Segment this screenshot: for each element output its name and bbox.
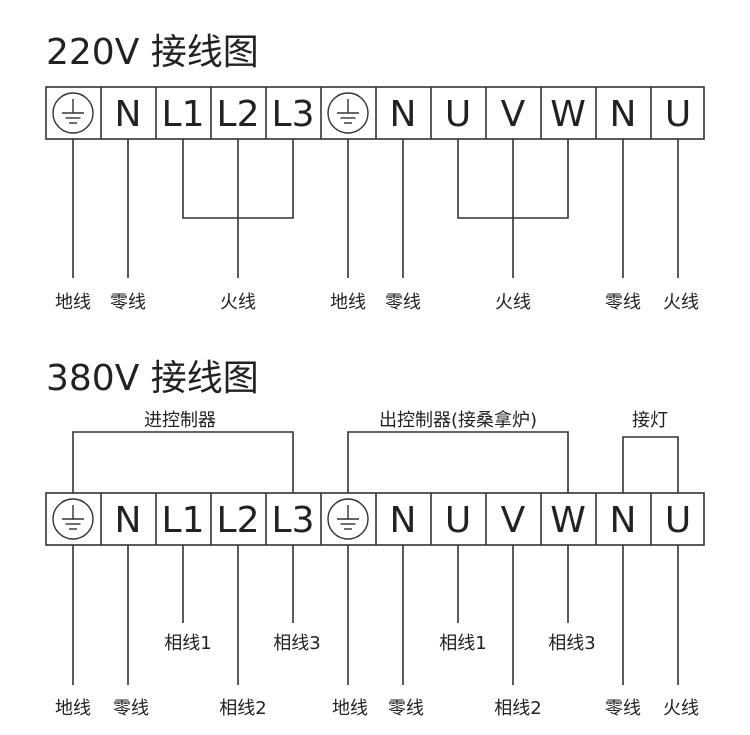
terminal-label: N bbox=[115, 500, 142, 541]
terminal-label: L3 bbox=[272, 94, 315, 135]
terminal-label: N bbox=[610, 500, 637, 541]
terminal-label: V bbox=[501, 94, 526, 135]
group-label-controller-out: 出控制器(接桑拿炉) bbox=[379, 409, 537, 431]
wire-label-neutral: 零线 bbox=[605, 698, 641, 719]
terminal-strip-380v bbox=[45, 492, 705, 546]
terminal-label: N bbox=[390, 500, 417, 541]
terminal-label: L2 bbox=[217, 94, 260, 135]
terminal-label: L3 bbox=[272, 500, 315, 541]
wire-label-phase3: 相线3 bbox=[273, 633, 320, 654]
wires-220v bbox=[72, 139, 679, 278]
ground-symbol-icon bbox=[327, 498, 369, 540]
wire-label-live: 火线 bbox=[495, 292, 531, 313]
wire-label-ground: 地线 bbox=[55, 292, 91, 313]
ground-symbol-icon bbox=[52, 92, 94, 134]
terminal-label: U bbox=[445, 500, 471, 541]
terminal-label: V bbox=[501, 500, 526, 541]
terminal-label: L1 bbox=[162, 500, 205, 541]
terminal-label: L2 bbox=[217, 500, 260, 541]
terminal-label: U bbox=[445, 94, 471, 135]
wires-380v bbox=[72, 545, 679, 685]
wire-label-ground: 地线 bbox=[330, 292, 366, 313]
terminal-label: W bbox=[550, 500, 586, 541]
section-380v: 380V 接线图 进控制器 出控制器(接桑拿炉) 接灯 bbox=[45, 358, 705, 719]
terminal-label: U bbox=[665, 500, 691, 541]
wire-label-live: 火线 bbox=[663, 698, 699, 719]
wire-label-neutral: 零线 bbox=[605, 292, 641, 313]
terminal-label: N bbox=[610, 94, 637, 135]
section-380v-title: 380V 接线图 bbox=[46, 358, 259, 399]
wire-label-live: 火线 bbox=[663, 292, 699, 313]
wire-label-phase2: 相线2 bbox=[219, 698, 266, 719]
wire-label-phase2: 相线2 bbox=[494, 698, 541, 719]
wire-label-neutral: 零线 bbox=[113, 698, 149, 719]
ground-symbol-icon bbox=[327, 92, 369, 134]
group-label-light: 接灯 bbox=[632, 410, 668, 431]
brackets-380v bbox=[72, 431, 679, 493]
section-220v-title: 220V 接线图 bbox=[46, 32, 259, 73]
section-220v: 220V 接线图 N L1 L2 bbox=[45, 32, 705, 313]
wire-label-neutral: 零线 bbox=[385, 292, 421, 313]
wire-label-live: 火线 bbox=[220, 292, 256, 313]
terminal-label: N bbox=[115, 94, 142, 135]
terminal-label: U bbox=[665, 94, 691, 135]
wire-label-phase1: 相线1 bbox=[164, 633, 211, 654]
terminal-label: W bbox=[550, 94, 586, 135]
terminal-label: N bbox=[390, 94, 417, 135]
wire-label-neutral: 零线 bbox=[388, 698, 424, 719]
terminal-strip-220v bbox=[45, 86, 705, 140]
wire-label-ground: 地线 bbox=[55, 698, 91, 719]
ground-symbol-icon bbox=[52, 498, 94, 540]
wire-label-ground: 地线 bbox=[332, 698, 368, 719]
wire-label-phase1: 相线1 bbox=[439, 633, 486, 654]
wire-label-neutral: 零线 bbox=[110, 292, 146, 313]
terminal-label: L1 bbox=[162, 94, 205, 135]
group-label-controller-in: 进控制器 bbox=[144, 410, 216, 431]
wire-label-phase3: 相线3 bbox=[548, 633, 595, 654]
